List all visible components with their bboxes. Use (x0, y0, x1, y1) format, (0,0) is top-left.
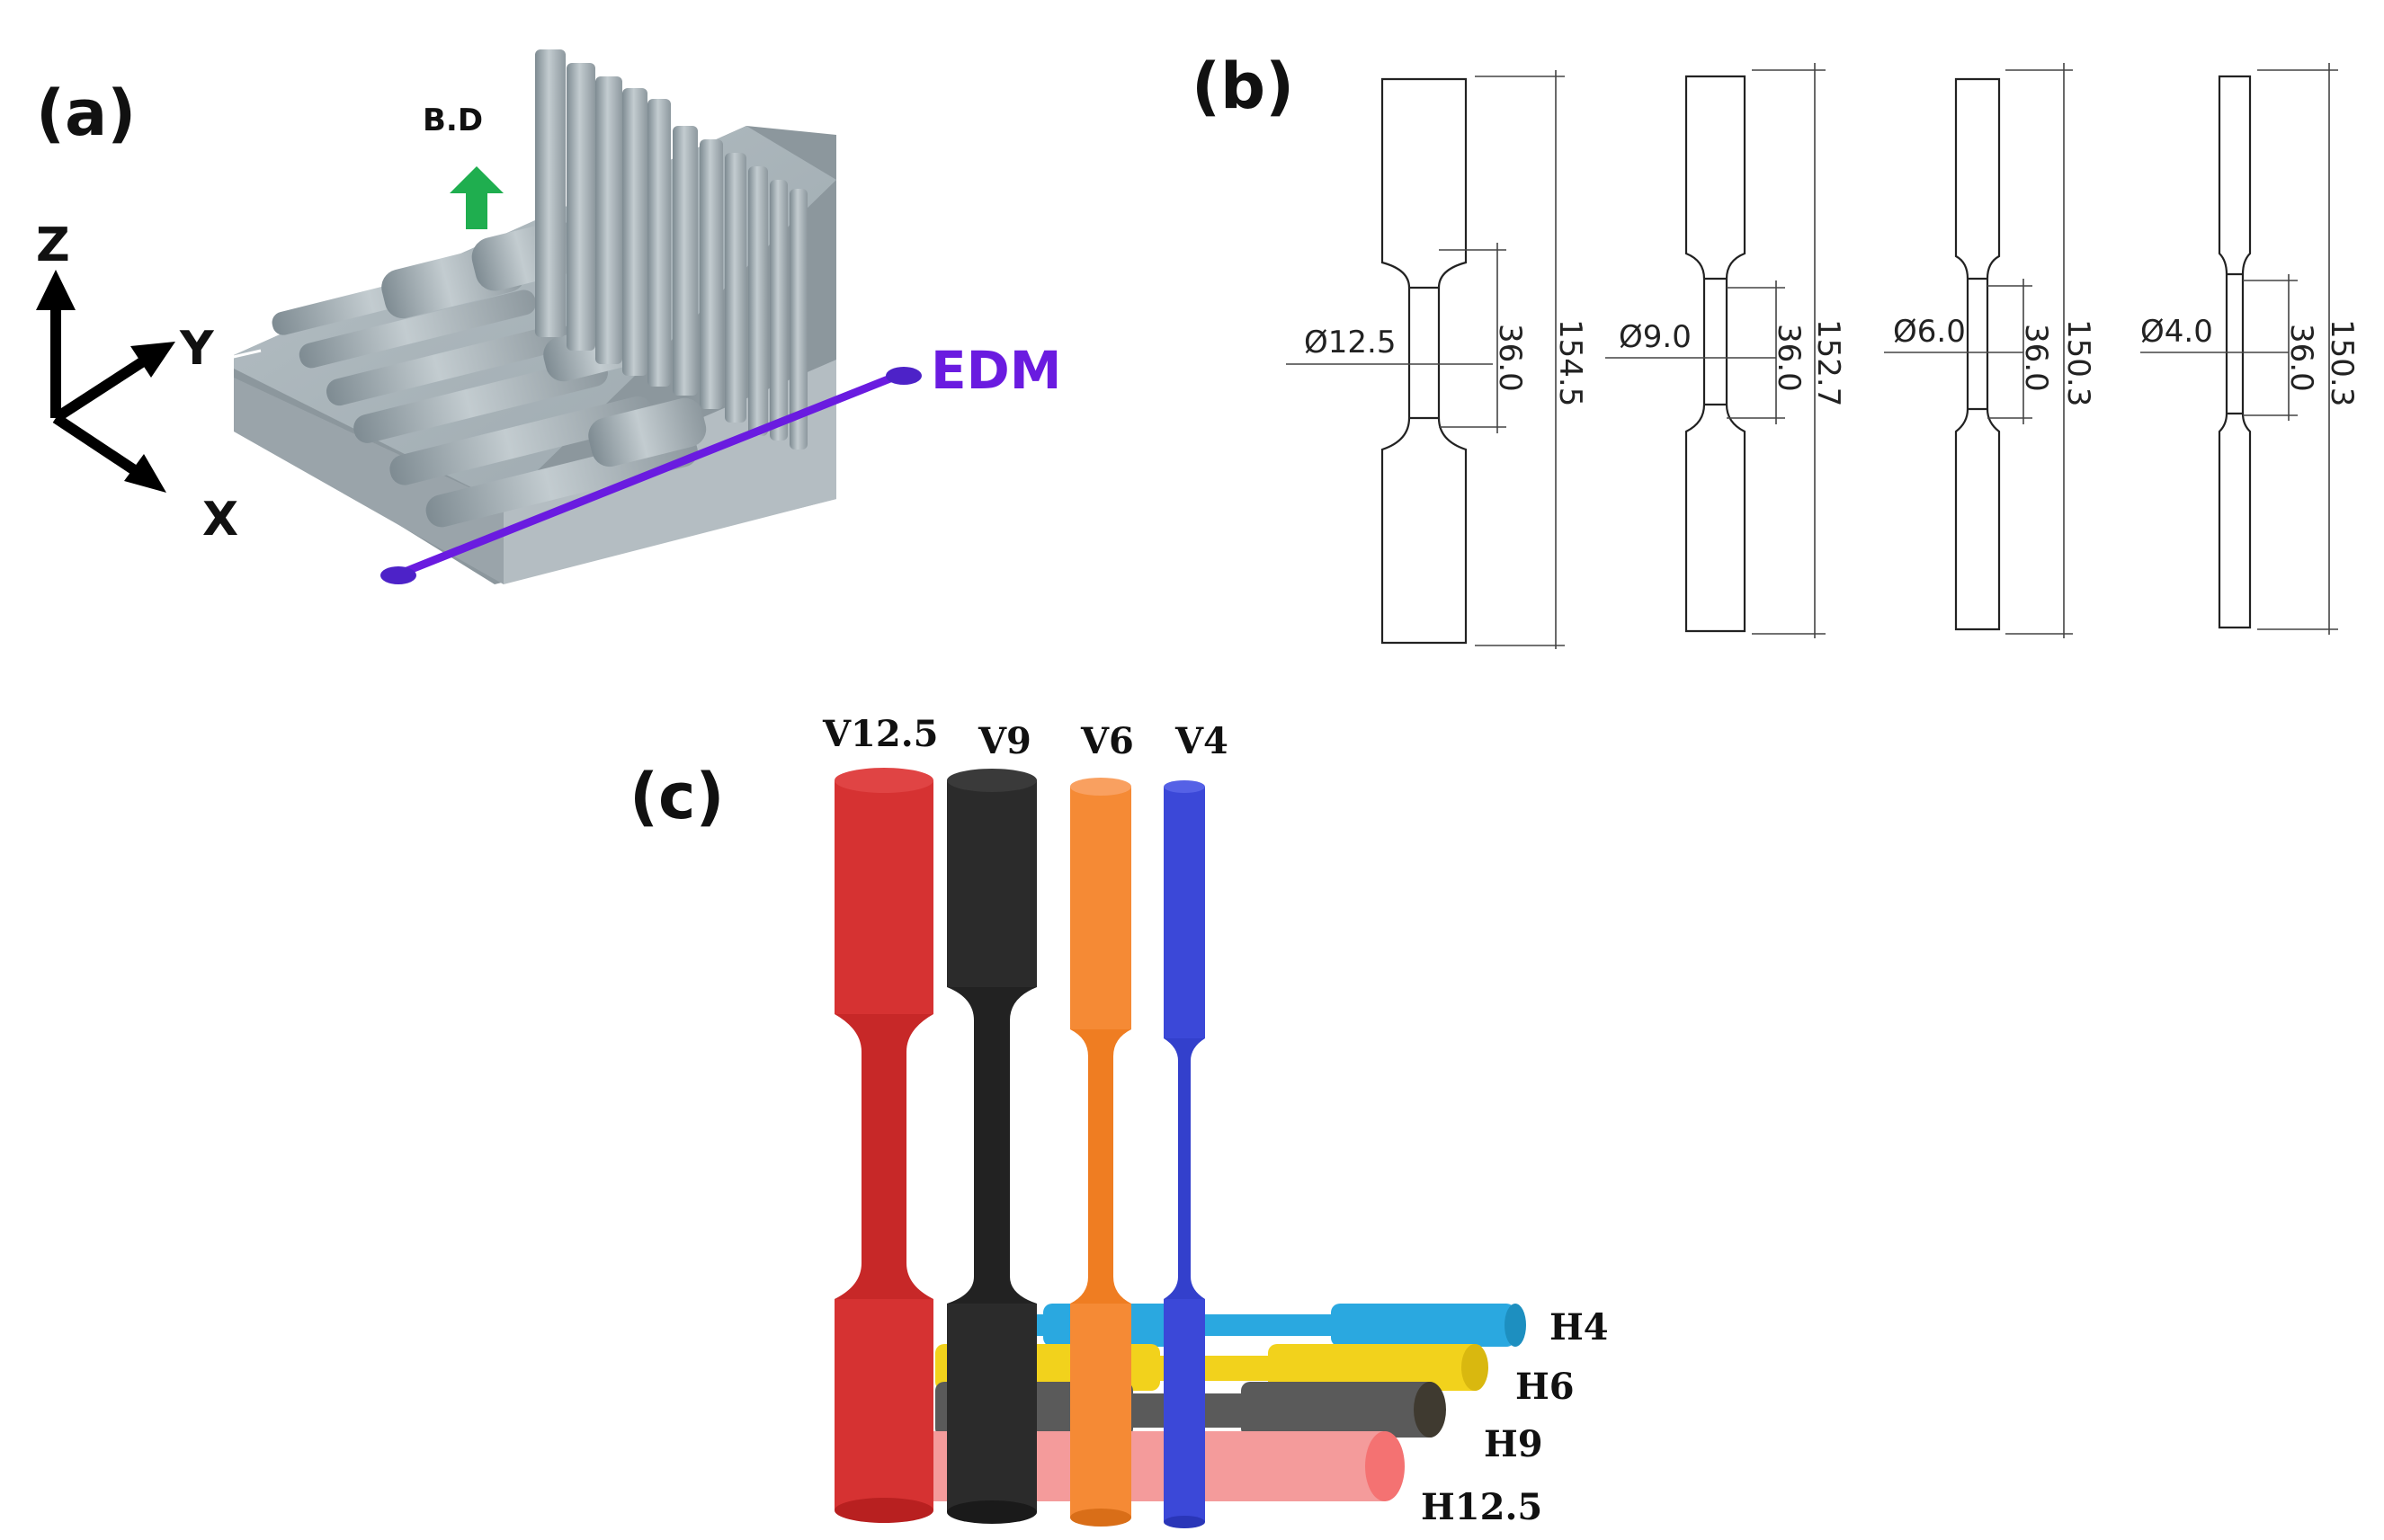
gauge-length-label-3: 36.0 (2018, 324, 2054, 392)
label-v4: V4 (1174, 720, 1228, 762)
edm-label: EDM (931, 340, 1061, 401)
diameter-label-2: Ø9.0 (1619, 319, 1692, 355)
panel-c: (c) (629, 713, 1609, 1528)
total-length-label-2: 152.7 (1810, 319, 1846, 406)
specimen-v12-5 (835, 768, 933, 1523)
label-v12-5: V12.5 (822, 713, 938, 755)
x-arrow-head-icon (124, 454, 166, 493)
z-axis-label: Z (36, 218, 70, 272)
gauge-length-label-2: 36.0 (1771, 324, 1807, 392)
build-direction-arrow-icon (450, 166, 504, 229)
gauge-length-label-4: 36.0 (2283, 324, 2319, 392)
vertical-specimens-build (535, 49, 808, 450)
label-h4: H4 (1549, 1306, 1609, 1349)
diameter-label-3: Ø6.0 (1893, 314, 1966, 350)
coordinate-axes: Z Y X (36, 218, 238, 547)
specimen-h4 (989, 1304, 1526, 1347)
total-length-label-1: 154.5 (1552, 319, 1588, 406)
z-arrow-head-icon (36, 270, 76, 310)
label-v9: V9 (978, 720, 1031, 762)
diameter-label-1: Ø12.5 (1304, 325, 1396, 361)
specimen-v4 (1164, 780, 1205, 1528)
vertical-specimens-3d (835, 768, 1205, 1528)
dimension-drawing-2: Ø9.0 36.0 152.7 (1605, 63, 1846, 638)
specimen-v9 (947, 769, 1037, 1524)
dimension-drawing-1: Ø12.5 36.0 154.5 (1286, 70, 1588, 649)
x-axis-label: X (202, 493, 238, 547)
label-h9: H9 (1484, 1423, 1543, 1465)
total-length-label-3: 150.3 (2060, 319, 2096, 406)
panel-a: (a) Z Y X B.D (36, 49, 1061, 584)
panel-b-label: (b) (1192, 49, 1294, 123)
y-arrow-head-icon (130, 342, 175, 378)
edm-wire-end-icon (380, 566, 416, 584)
panel-a-label: (a) (36, 76, 136, 150)
y-axis-label: Y (179, 322, 215, 376)
label-v6: V6 (1080, 720, 1134, 762)
panel-c-label: (c) (629, 760, 724, 833)
label-h12-5: H12.5 (1421, 1486, 1542, 1528)
edm-cut-line (380, 367, 922, 584)
total-length-label-4: 150.3 (2324, 319, 2360, 406)
build-direction-label: B.D (423, 102, 483, 138)
specimen-v6 (1070, 778, 1131, 1527)
dimension-drawing-4: Ø4.0 36.0 150.3 (2140, 63, 2360, 635)
edm-wire-end-icon (886, 367, 922, 385)
panel-b: (b) Ø12.5 36.0 154.5 (1192, 49, 2360, 649)
diameter-label-4: Ø4.0 (2140, 314, 2213, 350)
y-axis-arrow (52, 350, 156, 423)
x-axis-arrow (52, 413, 147, 482)
dimension-drawing-3: Ø6.0 36.0 150.3 (1884, 63, 2096, 638)
label-h6: H6 (1515, 1366, 1575, 1408)
gauge-length-label-1: 36.0 (1492, 324, 1528, 392)
horizontal-specimens-build (272, 220, 707, 528)
